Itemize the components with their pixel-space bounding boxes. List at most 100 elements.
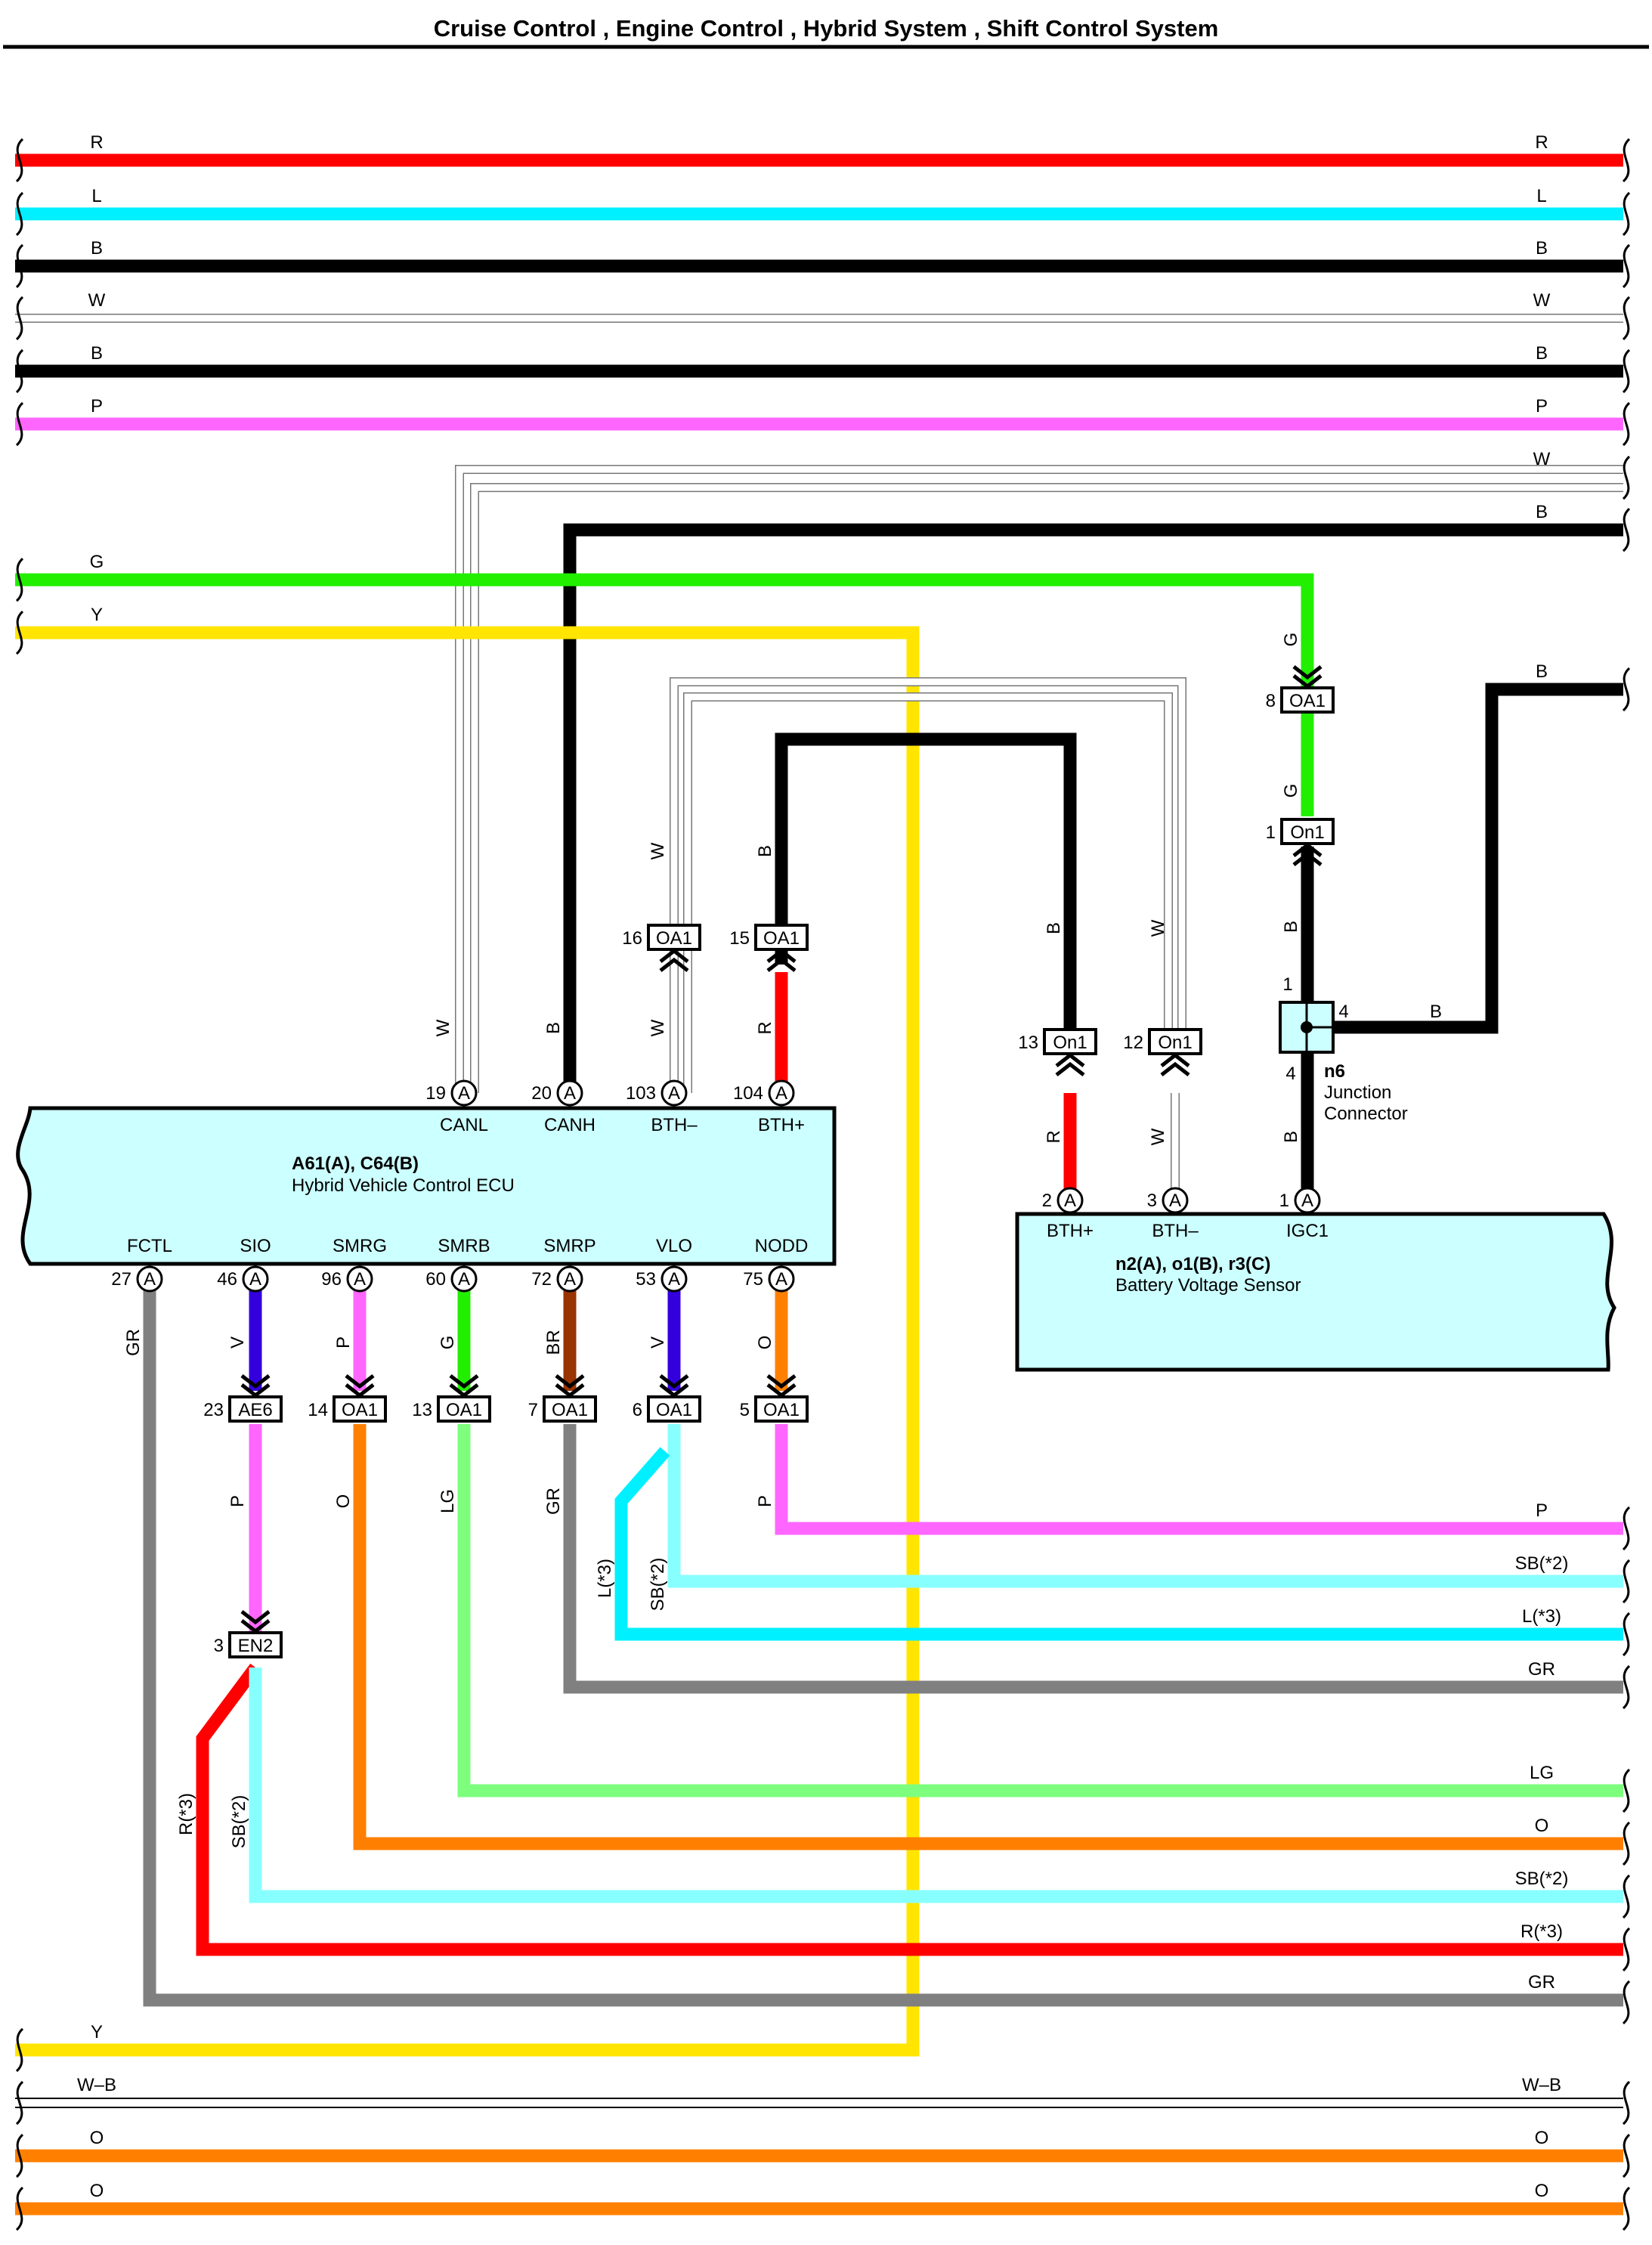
bus-label-right-l: L: [1536, 186, 1546, 206]
sensor-pin-BTH+: [1056, 1187, 1084, 1214]
connector-on1_12-box: [1148, 1028, 1202, 1055]
wire-fctl: [143, 1279, 1623, 2007]
ecu-bottom-pin-label: SMRP: [543, 1236, 596, 1256]
connector-on1_12-id: On1: [1158, 1033, 1192, 1053]
wire-b-jc-right: [1333, 683, 1623, 1034]
bus-label-right-p: P: [1536, 396, 1548, 416]
wire-label-p_ae6: P: [227, 1495, 248, 1507]
junction-connector-n6: 1 4 4 n6 Junction Connector: [1279, 974, 1408, 1124]
sensor-pin-label: IGC1: [1286, 1221, 1329, 1241]
ecu-bottom-pin-label: SIO: [240, 1236, 271, 1256]
wire-bthp-upper: [775, 732, 1077, 1037]
connector-on1_1-chevron-1: [1292, 842, 1323, 857]
jc-pin-top: 1: [1282, 974, 1292, 995]
ecu-bottom-pin-conn: A: [249, 1269, 261, 1290]
connector-en2_3-num: 3: [214, 1636, 224, 1656]
ecu-bottom-pin-conn: A: [564, 1269, 576, 1290]
wire-label-g_smrb: G: [438, 1336, 458, 1350]
sensor-pin-num: 1: [1279, 1191, 1289, 1211]
wire-label-b_jc_right: B: [1430, 1002, 1442, 1022]
wire-label-l_vlo: L(*3): [595, 1559, 615, 1598]
sensor-pin-num: 2: [1042, 1191, 1052, 1211]
connector-oa1_6-chevron-0: [659, 1374, 689, 1389]
break-left-3: [15, 296, 24, 341]
ecu-bottom-pin-label: NODD: [755, 1236, 809, 1256]
break-right-18: [1622, 2080, 1631, 2126]
ecu-top-pin-num: 103: [626, 1083, 656, 1104]
connector-oa1_6-chevron-1: [659, 1383, 689, 1398]
break-left-8: [15, 2080, 24, 2126]
ecu-bottom-pin-VLO: [660, 1265, 688, 1293]
connector-on1_1-box: [1280, 818, 1335, 845]
break-left-6: [15, 557, 24, 602]
wire-canl-a: [455, 465, 1623, 1093]
break-right-7: [1622, 507, 1631, 553]
ecu-top-pin-BTH+: [768, 1079, 795, 1107]
ecu-top-pin-conn: A: [668, 1083, 680, 1104]
wire-r-en2: [196, 1663, 1623, 1956]
bus-label-b4: B: [1536, 661, 1548, 682]
wire-label-b_upper15: B: [755, 845, 775, 857]
connector-oa1_8-chevron-0: [1292, 665, 1323, 680]
wire-label-gr_fctl: GR: [123, 1329, 144, 1356]
sensor-pin-conn: A: [1064, 1191, 1076, 1211]
connector-on1_13-chevron-1: [1055, 1052, 1085, 1067]
bus-label-b3: B: [1536, 502, 1548, 522]
wire-label-b_on1_13: B: [1044, 922, 1064, 934]
jc-line1: Junction: [1324, 1082, 1391, 1103]
break-right-1: [1622, 191, 1631, 237]
bus-label-left-g: G: [90, 552, 104, 572]
bus-label-r: R(*3): [1521, 1921, 1563, 1942]
wire-bthm-outer-core: [670, 678, 1186, 1093]
ecu-top-pin-label: CANH: [544, 1115, 596, 1135]
bus-label-y-bot: Y: [91, 2022, 103, 2042]
break-right-16: [1622, 1927, 1631, 1972]
break-right-19: [1622, 2133, 1631, 2178]
break-left-4: [15, 348, 24, 394]
jc-pin-bottom: 4: [1285, 1064, 1295, 1084]
sensor-pin-conn: A: [1301, 1191, 1313, 1211]
break-left-2: [15, 243, 24, 289]
ecu-bottom-pin-num: 96: [321, 1269, 342, 1290]
wire-sb-en2: [249, 1667, 1623, 1903]
ecu-top-pin-label: CANL: [440, 1115, 488, 1135]
connector-on1_12-chevron-0: [1160, 1061, 1190, 1076]
ecu-top-pin-CANH: [556, 1079, 583, 1107]
connector-oa1_14-chevron-1: [345, 1383, 375, 1398]
wire-canh: [563, 523, 1623, 1093]
wire-label-b_bs1: B: [1281, 1131, 1301, 1143]
connector-ae6_23-id: AE6: [238, 1400, 272, 1420]
jc-line2: Connector: [1324, 1104, 1408, 1124]
connector-oa1_7-id: OA1: [552, 1400, 588, 1420]
wire-canl-b-core: [471, 484, 1623, 1093]
wire-label-w_bthm: W: [648, 1019, 668, 1036]
connector-ae6_23-chevron-1: [240, 1383, 271, 1398]
ecu-bottom-pin-num: 53: [636, 1269, 656, 1290]
sensor-pin-conn: A: [1169, 1191, 1181, 1211]
break-right-15: [1622, 1874, 1631, 1919]
connector-oa1_7-chevron-0: [555, 1374, 585, 1389]
connector-ae6_23-num: 23: [203, 1400, 224, 1420]
break-right-13: [1622, 1768, 1631, 1813]
wire-canl-a-core: [456, 466, 1623, 1093]
bus-label-left-p: P: [91, 396, 103, 416]
wire-label-o_oa1_14: O: [333, 1494, 354, 1509]
ecu-bottom-pin-SMRP: [556, 1265, 583, 1293]
ecu-top-pin-label: BTH–: [651, 1115, 698, 1135]
break-right-10: [1622, 1559, 1631, 1604]
ecu-top-pin-conn: A: [458, 1083, 470, 1104]
bus-label-left-o_bot1: O: [90, 2128, 104, 2148]
ecu-top-pin-BTH–: [660, 1079, 688, 1107]
ecu-top-pin-num: 19: [425, 1083, 446, 1104]
sensor-pin-label: BTH+: [1047, 1221, 1094, 1241]
ecu-bottom-pin-num: 46: [217, 1269, 237, 1290]
break-right-14: [1622, 1821, 1631, 1866]
break-left-5: [15, 401, 24, 447]
connector-oa1_15-num: 15: [729, 928, 750, 949]
connector-oa1_16-chevron-1: [659, 948, 689, 963]
wire-label-w_canl: W: [433, 1019, 453, 1036]
sensor-name: n2(A), o1(B), r3(C): [1115, 1254, 1270, 1274]
connector-oa1_14-id: OA1: [342, 1400, 378, 1420]
hybrid-ecu-body: A61(A), C64(B) Hybrid Vehicle Control EC…: [16, 1106, 837, 1266]
connector-en2_3-chevron-1: [240, 1619, 271, 1634]
